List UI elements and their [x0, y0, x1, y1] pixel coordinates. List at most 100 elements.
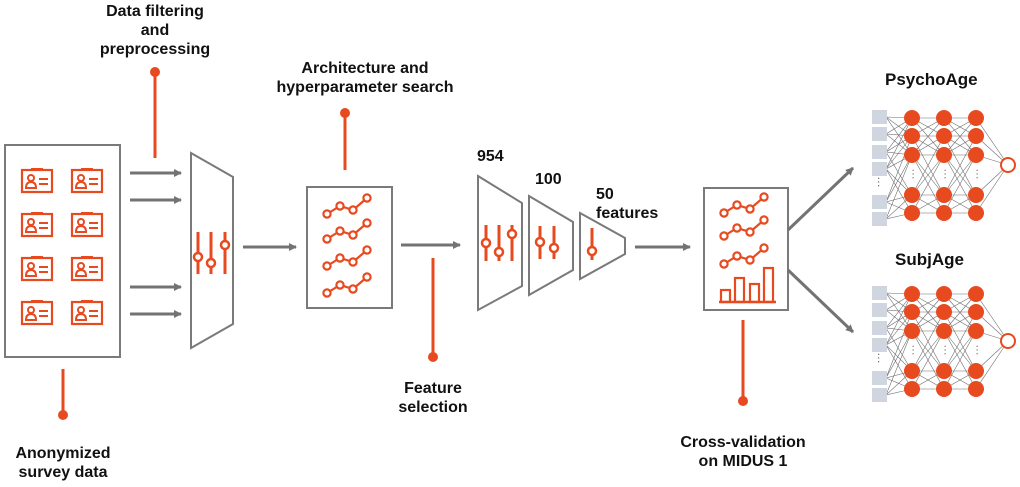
slider — [219, 232, 231, 274]
slider — [586, 228, 598, 260]
edge — [885, 168, 913, 214]
hidden-node — [936, 128, 952, 144]
label-stage-954: 954 — [477, 148, 504, 165]
sliders-icon — [192, 232, 231, 274]
cross-validation-box — [703, 187, 789, 311]
edge — [911, 135, 945, 196]
line-chart-icons — [322, 193, 372, 298]
slider — [534, 226, 546, 259]
edge — [975, 340, 1009, 390]
hidden-node — [968, 363, 984, 379]
label-line: Data filtering — [106, 3, 204, 20]
edge — [911, 330, 945, 390]
edge — [911, 154, 945, 214]
hidden-node — [936, 205, 952, 221]
hidden-node — [904, 205, 920, 221]
label-cross-validation: Cross-validation on MIDUS 1 — [673, 433, 813, 471]
pin-data-filtering — [150, 67, 160, 158]
bar — [748, 282, 761, 304]
label-line: and — [140, 22, 170, 39]
edge — [975, 164, 1009, 214]
line-chart-icon — [322, 272, 372, 298]
id-card-icon — [20, 212, 54, 238]
edge — [911, 154, 945, 196]
ellipsis: ··· — [939, 345, 951, 356]
hidden-node — [968, 147, 984, 163]
hidden-node — [904, 110, 920, 126]
edge — [885, 330, 913, 396]
slider — [493, 225, 505, 261]
edge — [885, 154, 913, 203]
line-chart-icon — [719, 243, 769, 269]
hidden-node — [968, 323, 984, 339]
hidden-node — [904, 147, 920, 163]
edge — [911, 311, 945, 372]
label-stage-50: 50 features — [596, 185, 658, 223]
label-data-filtering: Data filtering and preprocessing — [95, 2, 215, 59]
label-stage-100: 100 — [535, 171, 562, 188]
label-line: Cross-validation — [680, 434, 806, 451]
edge — [885, 293, 913, 346]
edge — [943, 330, 977, 372]
bar-chart-icon — [719, 266, 776, 304]
pin-arch-search — [340, 108, 350, 170]
bar — [719, 288, 732, 304]
input-node — [872, 162, 887, 176]
input-node — [872, 145, 887, 159]
id-card-icon — [70, 168, 104, 194]
hidden-node — [968, 381, 984, 397]
hidden-node — [936, 381, 952, 397]
edge — [943, 135, 977, 196]
input-node — [872, 388, 887, 402]
hidden-node — [936, 363, 952, 379]
label-feature-selection: Feature selection — [388, 379, 478, 417]
edge — [943, 330, 977, 390]
edge — [975, 117, 1009, 166]
hidden-node — [936, 304, 952, 320]
bar — [762, 266, 775, 304]
label-anonymized: Anonymized survey data — [3, 444, 123, 482]
line-chart-icon — [322, 218, 372, 244]
edge — [885, 330, 913, 379]
hidden-node — [936, 323, 952, 339]
pin-anonymized — [58, 369, 68, 420]
ellipsis: ··· — [907, 345, 919, 356]
bar — [733, 276, 746, 304]
input-arrows — [130, 169, 182, 318]
survey-record-grid — [20, 168, 104, 326]
edge — [943, 154, 977, 196]
hidden-node — [904, 381, 920, 397]
input-node — [872, 110, 887, 124]
hidden-node — [968, 110, 984, 126]
id-card-icon — [20, 256, 54, 282]
input-node — [872, 195, 887, 209]
arrow-to-psychoage — [786, 166, 855, 232]
ellipsis: ··· — [873, 353, 885, 364]
ellipsis: ··· — [873, 177, 885, 188]
input-node — [872, 286, 887, 300]
hidden-node — [904, 128, 920, 144]
output-node — [1000, 157, 1016, 173]
edge — [885, 135, 913, 203]
arrow-to-subjage — [786, 268, 855, 334]
edge — [885, 311, 913, 379]
hidden-node — [968, 187, 984, 203]
pin-cross-validation — [738, 320, 748, 406]
input-node — [872, 212, 887, 226]
label-line: Anonymized — [15, 445, 111, 462]
id-card-icon — [70, 256, 104, 282]
hidden-node — [936, 286, 952, 302]
hidden-node — [968, 286, 984, 302]
hidden-node — [968, 304, 984, 320]
id-card-icon — [70, 212, 104, 238]
hidden-node — [904, 187, 920, 203]
hidden-node — [904, 304, 920, 320]
id-card-icon — [70, 300, 104, 326]
edge — [885, 327, 913, 372]
label-line: preprocessing — [99, 41, 211, 58]
ellipsis: ··· — [939, 169, 951, 180]
line-chart-icon — [322, 245, 372, 271]
stage-sliders-icons — [480, 225, 598, 261]
psychoage-network: ············ — [872, 110, 1016, 226]
